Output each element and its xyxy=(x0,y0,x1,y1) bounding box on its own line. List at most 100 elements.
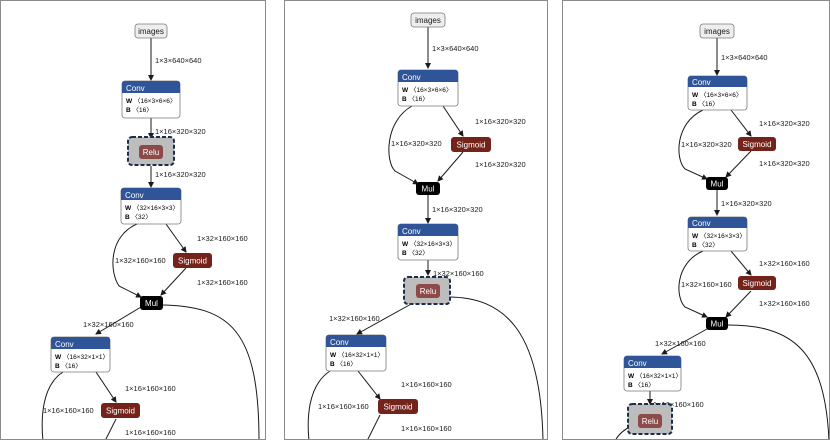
input-node-images[interactable]: images xyxy=(699,23,735,39)
sigmoid-node[interactable]: Sigmoid xyxy=(451,137,491,152)
edge-label: 1×16×320×320 xyxy=(681,140,732,149)
conv-node[interactable]: Conv W 〈16×3×6×6〉 B 〈16〉 xyxy=(397,69,459,107)
edge-label: 1×16×160×160 xyxy=(125,384,176,393)
node-label: images xyxy=(138,27,164,36)
node-title: Relu xyxy=(420,287,436,296)
input-node-images[interactable]: images xyxy=(410,12,446,28)
sigmoid-node[interactable]: Sigmoid xyxy=(738,137,776,151)
edge-label: 1×16×160×160 xyxy=(318,402,369,411)
edge xyxy=(356,302,414,335)
svg-text:W 〈16×3×6×6〉: W 〈16×3×6×6〉 xyxy=(402,86,452,94)
node-title: Sigmoid xyxy=(178,257,207,266)
mul-node[interactable]: Mul xyxy=(706,317,728,330)
node-title: Sigmoid xyxy=(457,141,486,150)
edge-label: 1×32×160×160 xyxy=(329,314,380,323)
graph-panel-1[interactable]: 1×3×640×640 1×16×320×320 1×16×320×320 1×… xyxy=(0,0,266,440)
sigmoid-node[interactable]: Sigmoid xyxy=(738,276,776,290)
sigmoid-node[interactable]: Sigmoid xyxy=(101,403,140,418)
svg-text:B 〈16〉: B 〈16〉 xyxy=(126,106,153,114)
conv-node[interactable]: Conv W 〈32×16×3×3〉 B 〈32〉 xyxy=(687,216,748,252)
bias-shape: 〈16〉 xyxy=(409,95,429,103)
weight-shape: 〈32×16×3×3〉 xyxy=(700,232,746,240)
edge-label: 1×16×320×320 xyxy=(475,160,526,169)
edge-label: 1×16×320×320 xyxy=(155,170,206,179)
edge xyxy=(725,290,752,318)
svg-text:W 〈32×16×3×3〉: W 〈32×16×3×3〉 xyxy=(402,240,456,248)
conv-node[interactable]: Conv W 〈16×32×1×1〉 B 〈16〉 xyxy=(623,355,682,392)
svg-text:B 〈32〉: B 〈32〉 xyxy=(402,249,429,257)
conv-node[interactable]: Conv W 〈16×3×6×6〉 B 〈16〉 xyxy=(687,75,748,111)
relu-node-selected[interactable]: Relu xyxy=(127,136,175,166)
node-title: Conv xyxy=(330,338,349,347)
edge xyxy=(437,151,464,182)
svg-text:B 〈16〉: B 〈16〉 xyxy=(330,360,357,368)
weight-shape: 〈16×32×1×1〉 xyxy=(636,372,682,380)
conv-node[interactable]: Conv W 〈16×3×6×6〉 B 〈16〉 xyxy=(121,80,181,119)
node-title: Conv xyxy=(55,340,74,349)
bias-shape: 〈16〉 xyxy=(635,381,655,389)
mul-node[interactable]: Mul xyxy=(140,296,163,310)
graph-canvas[interactable]: 1×3×640×640 1×16×320×320 1×16×320×320 1×… xyxy=(285,1,548,440)
conv-node[interactable]: Conv W 〈16×32×1×1〉 B 〈16〉 xyxy=(50,336,111,373)
node-title: Sigmoid xyxy=(384,403,413,412)
edge xyxy=(447,296,544,439)
edge xyxy=(165,223,187,253)
node-title: Conv xyxy=(125,191,144,200)
bias-shape: 〈32〉 xyxy=(409,249,429,257)
edge-label: 1×16×320×320 xyxy=(721,199,772,208)
svg-text:B 〈16〉: B 〈16〉 xyxy=(692,100,719,108)
edge xyxy=(678,250,708,318)
bias-shape: 〈16〉 xyxy=(337,360,357,368)
svg-text:B 〈16〉: B 〈16〉 xyxy=(402,95,429,103)
node-title: Relu xyxy=(642,417,658,426)
edge-label: 1×32×160×160 xyxy=(115,256,166,265)
conv-node[interactable]: Conv W 〈32×16×3×3〉 B 〈32〉 xyxy=(397,223,459,261)
edge xyxy=(442,105,464,137)
node-title: Conv xyxy=(402,73,421,82)
mul-node[interactable]: Mul xyxy=(416,182,440,195)
input-node-images[interactable]: images xyxy=(134,23,168,39)
graph-canvas[interactable]: 1×3×640×640 1×16×320×320 1×16×320×320 1×… xyxy=(563,1,830,440)
node-title: Sigmoid xyxy=(743,140,772,149)
sigmoid-node[interactable]: Sigmoid xyxy=(378,399,418,414)
weight-shape: 〈16×3×6×6〉 xyxy=(134,97,176,105)
node-title: Conv xyxy=(692,78,711,87)
edge-label: 1×32×160×160 xyxy=(197,278,248,287)
conv-node[interactable]: Conv W 〈16×32×1×1〉 B 〈16〉 xyxy=(325,334,387,372)
svg-text:W 〈16×3×6×6〉: W 〈16×3×6×6〉 xyxy=(692,91,742,99)
svg-text:W 〈32×16×3×3〉: W 〈32×16×3×3〉 xyxy=(125,204,179,212)
graph-canvas[interactable]: 1×3×640×640 1×16×320×320 1×16×320×320 1×… xyxy=(1,1,266,440)
edge-label: 1×32×160×160 xyxy=(433,269,484,278)
node-title: Sigmoid xyxy=(106,407,135,416)
bias-shape: 〈16〉 xyxy=(133,106,153,114)
node-title: Mul xyxy=(145,299,158,308)
node-title: Sigmoid xyxy=(743,279,772,288)
edge-label: 1×16×160×160 xyxy=(401,424,452,433)
svg-text:W 〈16×32×1×1〉: W 〈16×32×1×1〉 xyxy=(55,353,109,361)
mul-node[interactable]: Mul xyxy=(706,177,728,190)
svg-text:B 〈16〉: B 〈16〉 xyxy=(55,362,82,370)
edge xyxy=(160,267,187,296)
edge-label: 1×16×160×160 xyxy=(653,400,704,409)
edge xyxy=(105,418,117,439)
edge xyxy=(727,324,829,439)
graph-panel-2[interactable]: 1×3×640×640 1×16×320×320 1×16×320×320 1×… xyxy=(284,0,548,440)
weight-shape: 〈16×32×1×1〉 xyxy=(63,353,109,361)
node-title: Relu xyxy=(143,148,159,157)
edge-label: 1×3×640×640 xyxy=(155,56,202,65)
edge xyxy=(41,371,64,439)
edge-label: 1×32×160×160 xyxy=(197,234,248,243)
node-title: Mul xyxy=(422,185,435,194)
relu-node-selected[interactable]: Relu xyxy=(403,276,451,305)
edge-label: 1×16×320×320 xyxy=(432,205,483,214)
svg-text:W 〈16×32×1×1〉: W 〈16×32×1×1〉 xyxy=(330,351,384,359)
sigmoid-node[interactable]: Sigmoid xyxy=(173,253,212,268)
edge xyxy=(357,370,381,400)
edge-label: 1×32×160×160 xyxy=(655,339,706,348)
conv-node[interactable]: Conv W 〈32×16×3×3〉 B 〈32〉 xyxy=(120,187,182,225)
relu-node-selected[interactable]: Relu xyxy=(627,403,673,435)
graph-panel-3[interactable]: 1×3×640×640 1×16×320×320 1×16×320×320 1×… xyxy=(562,0,830,440)
edge xyxy=(367,414,381,439)
weight-shape: 〈32×16×3×3〉 xyxy=(133,204,179,212)
node-label: images xyxy=(704,27,730,36)
